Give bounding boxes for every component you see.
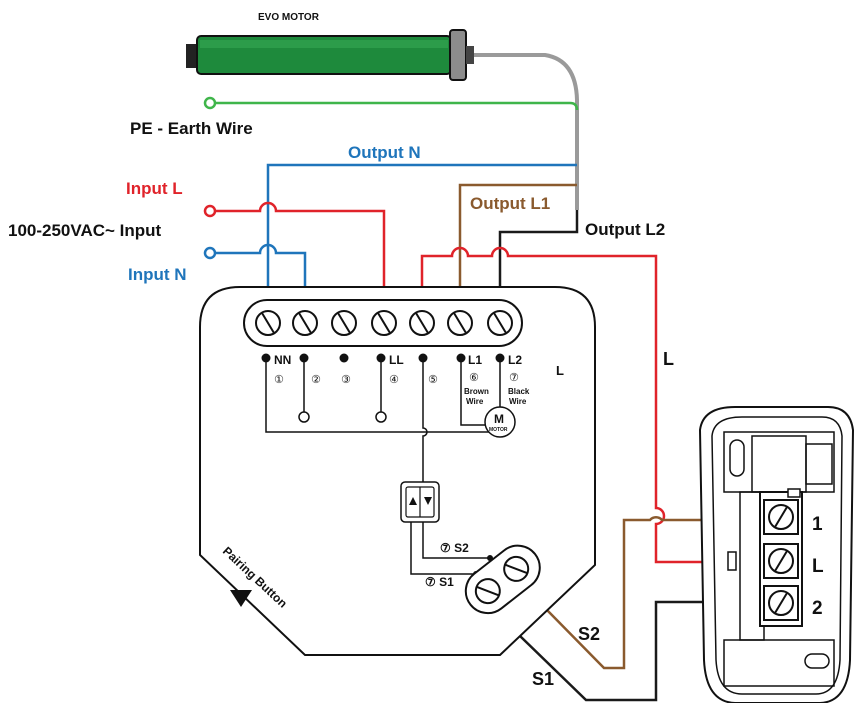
s2-terminal-label: ⑦ S2	[440, 541, 469, 555]
brown-wire-1: Brown	[464, 387, 489, 396]
motor-m: M	[494, 412, 504, 426]
output-l2-wire	[498, 210, 579, 300]
output-n-label: Output N	[348, 143, 421, 162]
black-wire-2: Wire	[509, 397, 527, 406]
pe-earth-label: PE - Earth Wire	[130, 119, 253, 138]
motor-title: EVO MOTOR	[258, 12, 320, 23]
output-l2-label: Output L2	[585, 220, 665, 239]
input-l-terminal	[203, 204, 217, 218]
output-l1-label: Output L1	[470, 194, 550, 213]
switch-terminal-1: 1	[812, 514, 823, 535]
input-n-wire	[215, 243, 307, 300]
terminal-screws	[255, 310, 513, 336]
num-7: ⑦	[509, 371, 519, 384]
input-l-wire	[215, 201, 386, 300]
input-n-label: Input N	[128, 265, 187, 284]
input-l-label: Input L	[126, 179, 183, 198]
s1-wire-label: S1	[532, 669, 554, 689]
black-wire-1: Black	[508, 387, 530, 396]
term-ll: LL	[389, 353, 404, 367]
s1-wire	[519, 600, 770, 702]
switch-terminal-2: 2	[812, 598, 823, 619]
output-n-wire	[266, 163, 577, 300]
num-1: ①	[274, 373, 284, 386]
num-4: ④	[389, 373, 399, 386]
term-l1: L1	[468, 353, 482, 367]
output-l1-wire	[458, 183, 577, 300]
term-nn: NN	[274, 353, 291, 367]
switch-terminal-l: L	[812, 556, 824, 577]
motor-symbol	[484, 406, 516, 438]
module-l-label: L	[556, 363, 564, 378]
num-5: ⑤	[428, 373, 438, 386]
term-l2: L2	[508, 353, 522, 367]
earth-wire	[215, 101, 579, 111]
up-down-switch-icon	[400, 481, 440, 523]
s2-wire	[544, 516, 770, 670]
l-wire-to-switch	[420, 246, 734, 564]
motor-sub: MOTOR	[489, 427, 508, 433]
internal-wiring	[265, 362, 501, 575]
num-6: ⑥	[469, 371, 479, 384]
terminal-dots	[261, 353, 505, 363]
input-voltage-label: 100-250VAC~ Input	[8, 221, 162, 240]
l-wire-label: L	[663, 349, 674, 369]
input-n-terminal	[203, 246, 217, 260]
s-terminal-block	[464, 544, 541, 615]
motor-cable	[474, 53, 579, 210]
wall-switch	[698, 406, 855, 703]
num-2: ②	[311, 373, 321, 386]
evo-motor	[186, 29, 474, 81]
s2-wire-label: S2	[578, 624, 600, 644]
num-3: ③	[341, 373, 351, 386]
pairing-arrow-icon	[230, 590, 252, 607]
brown-wire-2: Wire	[466, 397, 484, 406]
s1-terminal-label: ⑦ S1	[425, 575, 454, 589]
